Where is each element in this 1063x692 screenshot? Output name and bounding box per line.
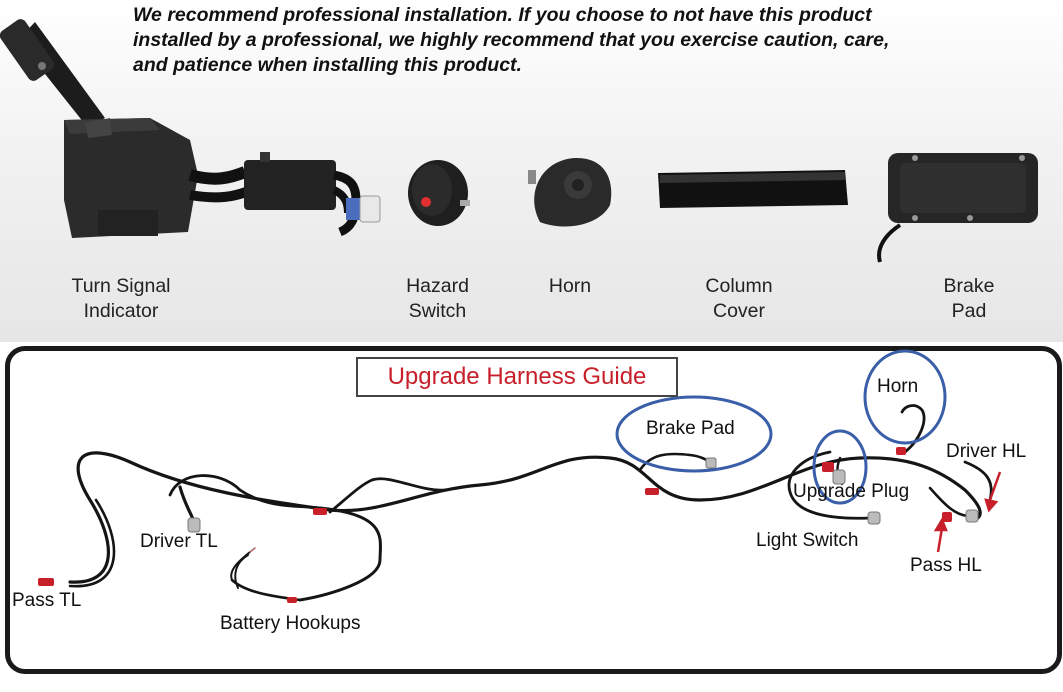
label-brake-pad: Brake Pad: [646, 418, 735, 439]
driver-tl-wire: [168, 474, 322, 510]
upgrade-plug-body: [832, 469, 846, 485]
brake-pad-circle: [615, 395, 773, 473]
brake-pad-plug: [705, 457, 717, 469]
upgrade-plug-circle: [812, 429, 868, 505]
label-driver-hl: Driver HL: [946, 441, 1027, 462]
driver-tl-plug: [187, 517, 201, 533]
harness-guide-frame: [5, 346, 1062, 674]
installation-notice: We recommend professional installation. …: [133, 3, 1013, 78]
label-pass-tl: Pass TL: [12, 590, 82, 611]
product-label-line-1: Brake: [943, 275, 995, 297]
upgrade-harness-guide-title: Upgrade Harness Guide: [356, 357, 678, 397]
label-pass-hl: Pass HL: [910, 555, 982, 576]
label-battery-hookups: Battery Hookups: [220, 613, 361, 634]
product-label-line-1: Hazard: [406, 275, 469, 297]
highlight-circles: [615, 349, 947, 505]
column-cover-image: [658, 170, 848, 208]
hazard-switch-image: [408, 160, 470, 226]
light-switch-wire: [787, 450, 872, 520]
product-label-line-1: Turn Signal: [71, 275, 171, 297]
horn-circle: [863, 349, 947, 445]
brake-pad-wire: [638, 452, 714, 472]
label-light-switch: Light Switch: [756, 530, 859, 551]
driver-hl-arrow: [988, 471, 1002, 501]
horn-wire: [900, 404, 926, 454]
notice-line-2: installed by a professional, we highly r…: [133, 29, 890, 51]
notice-line-3: and patience when installing this produc…: [133, 54, 522, 76]
arrowhead: [933, 517, 948, 532]
product-label-line-1: Horn: [548, 275, 592, 297]
product-label-line-2: Pad: [951, 300, 987, 322]
upgrade-plug-connector: [822, 462, 834, 472]
product-label-brake-pad: Brake Pad: [930, 274, 1008, 324]
red-arrows: [933, 471, 1002, 553]
label-upgrade-plug: Upgrade Plug: [793, 481, 910, 502]
horn-image: [528, 157, 612, 227]
product-label-horn: Horn: [530, 274, 610, 299]
brake-pad-image: [877, 153, 1038, 263]
product-label-hazard-switch: Hazard Switch: [390, 274, 485, 324]
connector: [645, 488, 659, 495]
label-driver-tl: Driver TL: [140, 531, 218, 552]
pass-hl-plug: [965, 509, 979, 523]
pass-hl-wire: [928, 486, 970, 518]
connector: [313, 508, 327, 515]
connector: [896, 447, 906, 455]
light-switch-plug: [867, 511, 881, 525]
main-harness-wire: [68, 451, 982, 584]
connector: [287, 597, 297, 603]
product-label-line-1: Column: [705, 275, 773, 297]
product-label-line-2: Indicator: [83, 300, 159, 322]
pass-hl-arrow: [936, 527, 944, 553]
product-label-line-2: Cover: [712, 300, 766, 322]
product-label-column-cover: Column Cover: [690, 274, 788, 324]
arrowhead: [984, 498, 999, 513]
pass-hl-connector: [942, 512, 952, 522]
label-horn: Horn: [877, 376, 919, 397]
product-label-line-2: Switch: [408, 300, 467, 322]
pass-tl-connector: [38, 578, 54, 586]
battery-wire: [298, 506, 382, 602]
product-label-turn-signal: Turn Signal Indicator: [60, 274, 182, 324]
notice-line-1: We recommend professional installation. …: [133, 4, 872, 26]
red-connectors: [38, 447, 952, 603]
turn-signal-indicator-image: [0, 19, 381, 238]
product-illustrations: [0, 19, 1038, 263]
